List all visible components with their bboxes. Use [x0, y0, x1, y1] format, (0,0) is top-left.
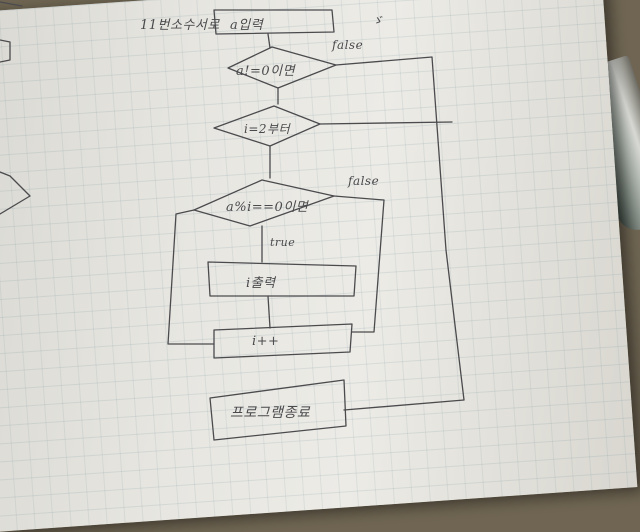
loop-exit-line	[319, 121, 453, 125]
print-box-label: i출력	[246, 276, 276, 291]
loop-decision-label: i=2부터	[244, 122, 291, 136]
connector-5	[267, 295, 271, 329]
false-branch-2-line	[333, 195, 385, 333]
flowchart-drawing	[0, 1, 465, 441]
increment-box-label: i++	[252, 334, 280, 349]
start-box	[213, 9, 335, 35]
left-margin-scribble	[0, 1, 23, 63]
end-box-label: 프로그램종료	[230, 405, 311, 421]
flowchart-title: 11번소수서로	[140, 18, 220, 33]
corner-mark: ゞ	[372, 14, 384, 27]
false-label-2: false	[348, 174, 380, 188]
false-label-1: false	[332, 38, 364, 52]
print-box	[207, 261, 357, 297]
decision-1-label: a!=0이면	[236, 64, 296, 79]
return-to-end-line	[343, 399, 465, 411]
false-branch-line	[335, 56, 465, 401]
start-box-label: a입력	[230, 18, 264, 33]
loop-back-line	[167, 209, 215, 345]
left-arrow-scribble	[0, 171, 31, 215]
true-label: true	[270, 236, 296, 249]
increment-box	[213, 323, 353, 359]
connector-1	[267, 33, 271, 49]
end-box	[209, 379, 347, 441]
decision-2-label: a%i==0이면	[226, 200, 309, 215]
